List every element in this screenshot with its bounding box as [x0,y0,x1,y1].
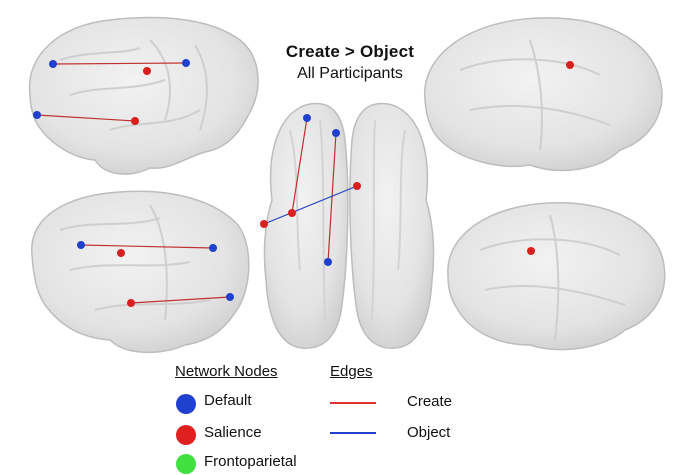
edge-create [52,62,187,65]
node-salience [566,61,574,69]
node-salience [288,209,296,217]
legend-frontoparietal-dot [176,454,196,474]
node-default [324,258,332,266]
legend-default-label: Default [204,392,252,409]
legend-create-label: Create [407,393,453,410]
legend-nodes-heading: Network Nodes [175,363,278,380]
legend-default-dot [176,394,196,414]
figure-subtitle: All Participants [297,65,403,82]
node-default [182,59,190,67]
edge-create [327,132,337,263]
brain-top-right [424,17,663,172]
node-salience [527,247,535,255]
legend-salience-dot [176,425,196,445]
node-default [33,111,41,119]
edge-object [263,185,358,225]
node-salience [260,220,268,228]
node-default [226,293,234,301]
brain-top-left [28,16,259,175]
brain-bottom-right [447,202,666,351]
brain-axial [260,102,435,349]
node-default [49,60,57,68]
legend-frontoparietal-label: Frontoparietal [204,453,297,470]
edge-create [80,244,214,249]
brain-bottom-left [31,190,250,354]
legend-salience-label: Salience [204,424,262,441]
edge-create [36,114,136,122]
legend-create-line [330,402,376,404]
node-default [332,129,340,137]
legend-object-line [330,432,376,434]
node-default [303,114,311,122]
node-salience [143,67,151,75]
node-salience [117,249,125,257]
edge-create [291,117,308,214]
legend-edges-heading: Edges [330,363,373,380]
node-salience [131,117,139,125]
node-default [209,244,217,252]
edge-create [130,296,231,304]
legend-object-label: Object [407,424,451,441]
node-default [77,241,85,249]
figure-title: Create > Object [285,42,415,61]
node-salience [127,299,135,307]
node-salience [353,182,361,190]
